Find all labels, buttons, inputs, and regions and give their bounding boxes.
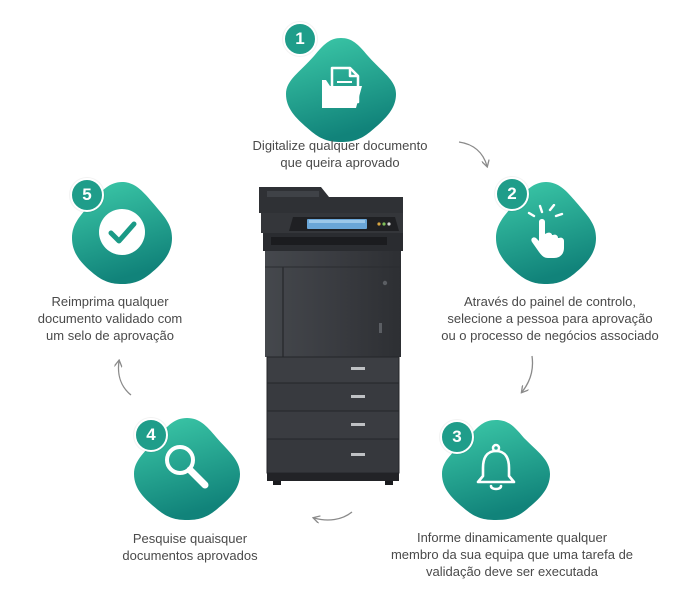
printer-body (265, 251, 401, 357)
step-2-number-badge: 2 (495, 177, 529, 211)
document-feeder (259, 187, 403, 213)
arrow-step4-to-step5 (105, 355, 132, 396)
bell-icon (476, 443, 516, 491)
step-2-caption: Através do painel de controlo, selecione… (441, 294, 659, 343)
step-1-number-badge: 1 (283, 22, 317, 56)
paper-drawers (266, 356, 400, 474)
touch-hand-icon (527, 204, 564, 258)
step-3-caption: Informe dinamicamente qualquer membro da… (390, 530, 634, 579)
step-3-number-badge: 3 (440, 420, 474, 454)
checkmark-icon (99, 209, 145, 255)
arrow-step3-to-step4 (308, 511, 353, 530)
step-1-caption: Digitalize qualquer documento que queira… (252, 138, 428, 170)
search-icon (165, 445, 209, 489)
step-5-caption: Reimprima qualquer documento validado co… (37, 294, 183, 343)
step-5-number-badge: 5 (70, 178, 104, 212)
arrow-step1-to-step2 (458, 141, 495, 176)
document-scan-icon (322, 66, 362, 108)
arrow-step2-to-step3 (508, 355, 534, 398)
step-1-icon-tile (282, 36, 400, 144)
step-4-caption: Pesquise quaisquer documentos aprovados (122, 531, 258, 563)
step-4-number-badge: 4 (134, 418, 168, 452)
multifunction-printer-image (259, 187, 403, 485)
